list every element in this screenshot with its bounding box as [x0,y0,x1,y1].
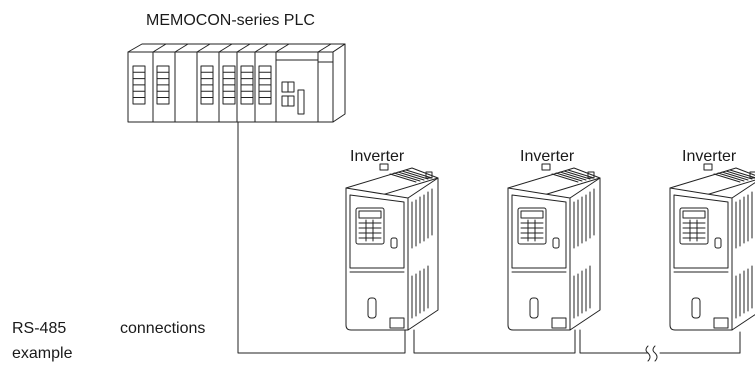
plc-rack [127,43,346,123]
caption-example: example [12,345,73,362]
caption-rs485: RS-485 [12,320,67,337]
inverter-label-3: Inverter [682,148,737,165]
plc-io-slots [132,65,272,105]
inverter-label-1: Inverter [350,148,405,165]
wire-break-symbol [645,345,658,362]
inverter-3 [669,163,755,331]
inverter-1 [345,163,439,331]
inverter-2 [507,163,601,331]
inverter-label-2: Inverter [520,148,575,165]
rs485-network-line [237,121,741,354]
caption-connections: connections [120,320,206,337]
plc-title: MEMOCON-series PLC [146,12,315,29]
